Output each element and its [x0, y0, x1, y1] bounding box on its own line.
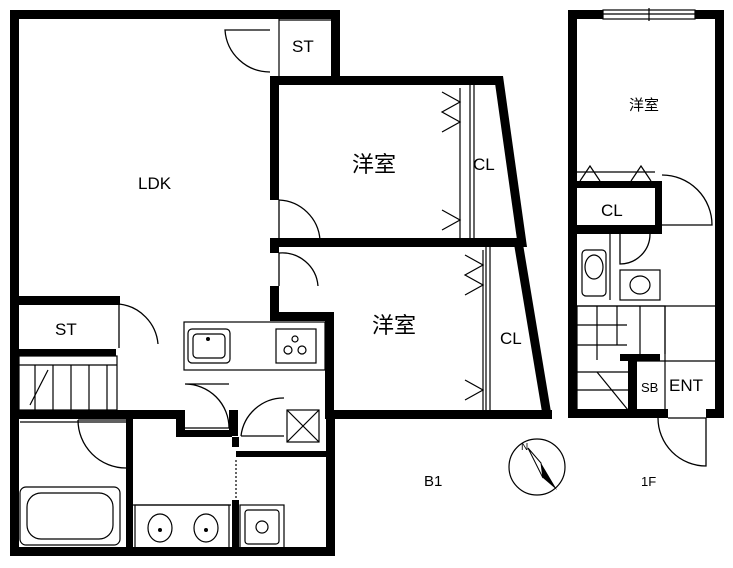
room-western-2-label: 洋室 [372, 313, 416, 338]
kitchen-fixtures [187, 328, 317, 364]
room-storage-left-label: ST [55, 320, 77, 339]
b1-walls [10, 10, 552, 556]
b1-thin-lines [18, 19, 491, 552]
f1-thin-lines [576, 8, 715, 411]
closet-1f-label: CL [601, 201, 623, 220]
compass-north-label: N [521, 442, 528, 453]
bathtub [19, 486, 121, 546]
closet-2-hangers [463, 250, 485, 410]
closet-2-label: CL [500, 329, 522, 348]
room-ldk-label: LDK [138, 174, 172, 193]
room-western-1f-label: 洋室 [629, 97, 659, 114]
f1-doors [619, 174, 713, 467]
f1-walls [568, 10, 724, 418]
washbasins [147, 513, 219, 543]
b1-doors [77, 29, 321, 469]
room-storage-top-label: ST [292, 37, 314, 56]
closet-1-label: CL [473, 155, 495, 174]
compass: N [508, 438, 566, 496]
entrance-label: ENT [669, 376, 703, 395]
closet-1-hangers [440, 88, 462, 238]
room-western-1-label: 洋室 [352, 152, 396, 177]
shoe-box-label: SB [641, 380, 658, 395]
washer-pan [235, 460, 280, 548]
floor-b1-label: B1 [424, 473, 442, 490]
floor-1f-label: 1F [641, 474, 656, 489]
